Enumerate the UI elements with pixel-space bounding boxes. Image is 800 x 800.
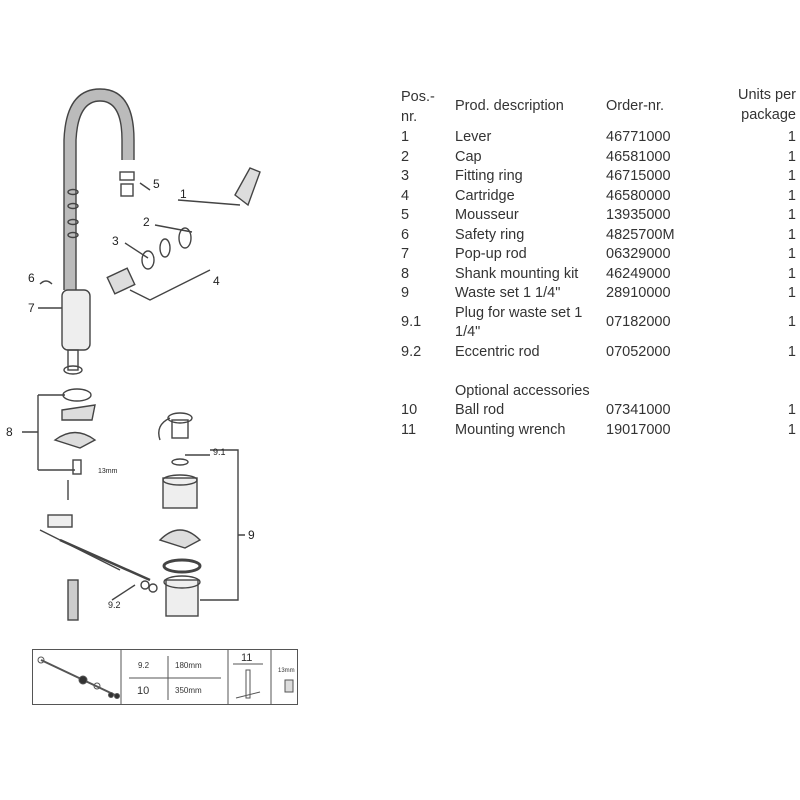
cell-order: 07182000 <box>606 314 671 331</box>
callout-9: 9 <box>248 528 255 542</box>
table-row: 4 Cartridge 46580000 1 <box>401 187 796 207</box>
cell-units: 1 <box>787 226 796 243</box>
callout-9-2: 9.2 <box>108 600 121 610</box>
cell-order: 06329000 <box>606 246 671 262</box>
table-row: 9.2 Eccentric rod 07052000 1 <box>401 343 796 363</box>
table-row: 2 Cap 46581000 1 <box>401 148 796 168</box>
callout-9-1: 9.1 <box>213 447 226 457</box>
cell-description: Fitting ring <box>455 168 523 184</box>
cell-units: 1 <box>787 343 796 360</box>
cell-pos: 10 <box>401 402 418 418</box>
cell-pos: 1 <box>401 129 410 145</box>
spout <box>64 88 134 290</box>
cell-order: 07052000 <box>606 343 671 360</box>
cell-order: 46580000 <box>606 187 671 204</box>
cell-description: Waste set 1 1/4" <box>455 285 561 301</box>
table-row: 10 Ball rod 07341000 1 <box>401 401 796 421</box>
table-row: 6 Safety ring 4825700M 1 <box>401 226 796 246</box>
callout-2: 2 <box>143 215 150 229</box>
cell-order: 4825700M <box>606 226 675 243</box>
callout-4: 4 <box>213 274 220 288</box>
cell-description: Pop-up rod <box>455 246 527 262</box>
rod-b-pos: 10 <box>137 685 149 697</box>
cell-description: Lever <box>455 129 492 145</box>
cell-units: 1 <box>787 168 796 184</box>
table-row: 7 Pop-up rod 06329000 1 <box>401 245 796 265</box>
table-row: 9 Waste set 1 1/4" 28910000 1 <box>401 284 796 304</box>
cell-units: 1 <box>787 402 796 418</box>
rod-a-pos: 9.2 <box>138 661 150 670</box>
cell-description: Ball rod <box>455 402 505 418</box>
header-description: Prod. description <box>455 98 564 114</box>
table-row: 9.1 Plug for waste set 1 1/4" 07182000 1 <box>401 304 796 343</box>
cell-description: Cap <box>455 148 482 165</box>
cell-description: Mounting wrench <box>455 421 566 438</box>
cell-units: 1 <box>787 207 796 223</box>
exploded-parts-diagram: 1 2 3 4 5 6 7 8 9 9.1 9.2 13mm <box>6 88 261 621</box>
header-pos: Pos.-nr. <box>401 89 435 125</box>
parts-table: Pos.-nr. Prod. description Order-nr. Uni… <box>401 87 796 441</box>
cell-units: 1 <box>787 246 796 262</box>
cell-pos: 11 <box>401 421 417 438</box>
tap-body <box>61 289 91 351</box>
cell-pos: 9 <box>401 285 410 301</box>
callout-7: 7 <box>28 301 35 315</box>
cell-units: 1 <box>787 148 796 165</box>
cell-pos: 8 <box>401 265 410 282</box>
cell-order: 46581000 <box>606 148 671 165</box>
callout-6: 6 <box>28 271 35 285</box>
cell-units: 1 <box>787 265 796 282</box>
rod-a-length: 180mm <box>175 661 202 670</box>
cell-description: Safety ring <box>455 226 525 243</box>
cell-pos: 4 <box>401 187 410 204</box>
cell-description: Cartridge <box>455 187 515 204</box>
header-order: Order-nr. <box>606 98 665 114</box>
table-row: 11 Mounting wrench 19017000 1 <box>401 421 796 441</box>
table-row: 8 Shank mounting kit 46249000 1 <box>401 265 796 285</box>
cell-pos: 5 <box>401 207 410 223</box>
cell-order: 19017000 <box>606 421 671 438</box>
callout-3: 3 <box>112 234 119 248</box>
cell-pos: 6 <box>401 226 410 243</box>
table-row: 5 Mousseur 13935000 1 <box>401 206 796 226</box>
table-row: 1 Lever 46771000 1 <box>401 128 796 148</box>
cell-pos: 3 <box>401 168 410 184</box>
cell-pos: 7 <box>401 246 410 262</box>
wrench-pos: 11 <box>241 652 252 664</box>
cell-order: 28910000 <box>606 285 671 301</box>
optional-heading: Optional accessories <box>455 382 590 399</box>
table-header: Pos.-nr. Prod. description Order-nr. Uni… <box>401 87 796 128</box>
cell-units: 1 <box>787 285 796 301</box>
accessories-box: 9.2 180mm 10 350mm 11 13mm <box>32 649 298 705</box>
rod-b-length: 350mm <box>175 686 202 695</box>
accessories-drawing: 9.2 180mm 10 350mm 11 13mm <box>37 650 295 704</box>
cell-description: Plug for waste set 1 1/4" <box>455 304 583 341</box>
cell-description: Shank mounting kit <box>455 265 579 282</box>
cell-order: 46715000 <box>606 168 671 184</box>
cell-order: 13935000 <box>606 207 671 223</box>
nut-size: 13mm <box>278 668 295 674</box>
cell-pos: 9.1 <box>401 314 422 331</box>
callout-5: 5 <box>153 177 160 191</box>
callout-1: 1 <box>180 187 187 201</box>
header-units: Units per package <box>737 87 796 123</box>
cell-order: 07341000 <box>606 402 671 418</box>
cell-order: 46771000 <box>606 129 671 145</box>
cell-units: 1 <box>787 187 796 204</box>
cell-units: 1 <box>787 314 796 331</box>
wrench-size-label: 13mm <box>98 468 118 475</box>
cell-description: Eccentric rod <box>455 343 540 360</box>
callout-8: 8 <box>6 425 13 439</box>
cell-order: 46249000 <box>606 265 671 282</box>
cell-pos: 2 <box>401 148 410 165</box>
cell-description: Mousseur <box>455 207 519 223</box>
table-row: 3 Fitting ring 46715000 1 <box>401 167 796 187</box>
lever <box>234 167 261 207</box>
cell-units: 1 <box>787 421 796 438</box>
cell-units: 1 <box>787 129 796 145</box>
cell-pos: 9.2 <box>401 343 422 360</box>
